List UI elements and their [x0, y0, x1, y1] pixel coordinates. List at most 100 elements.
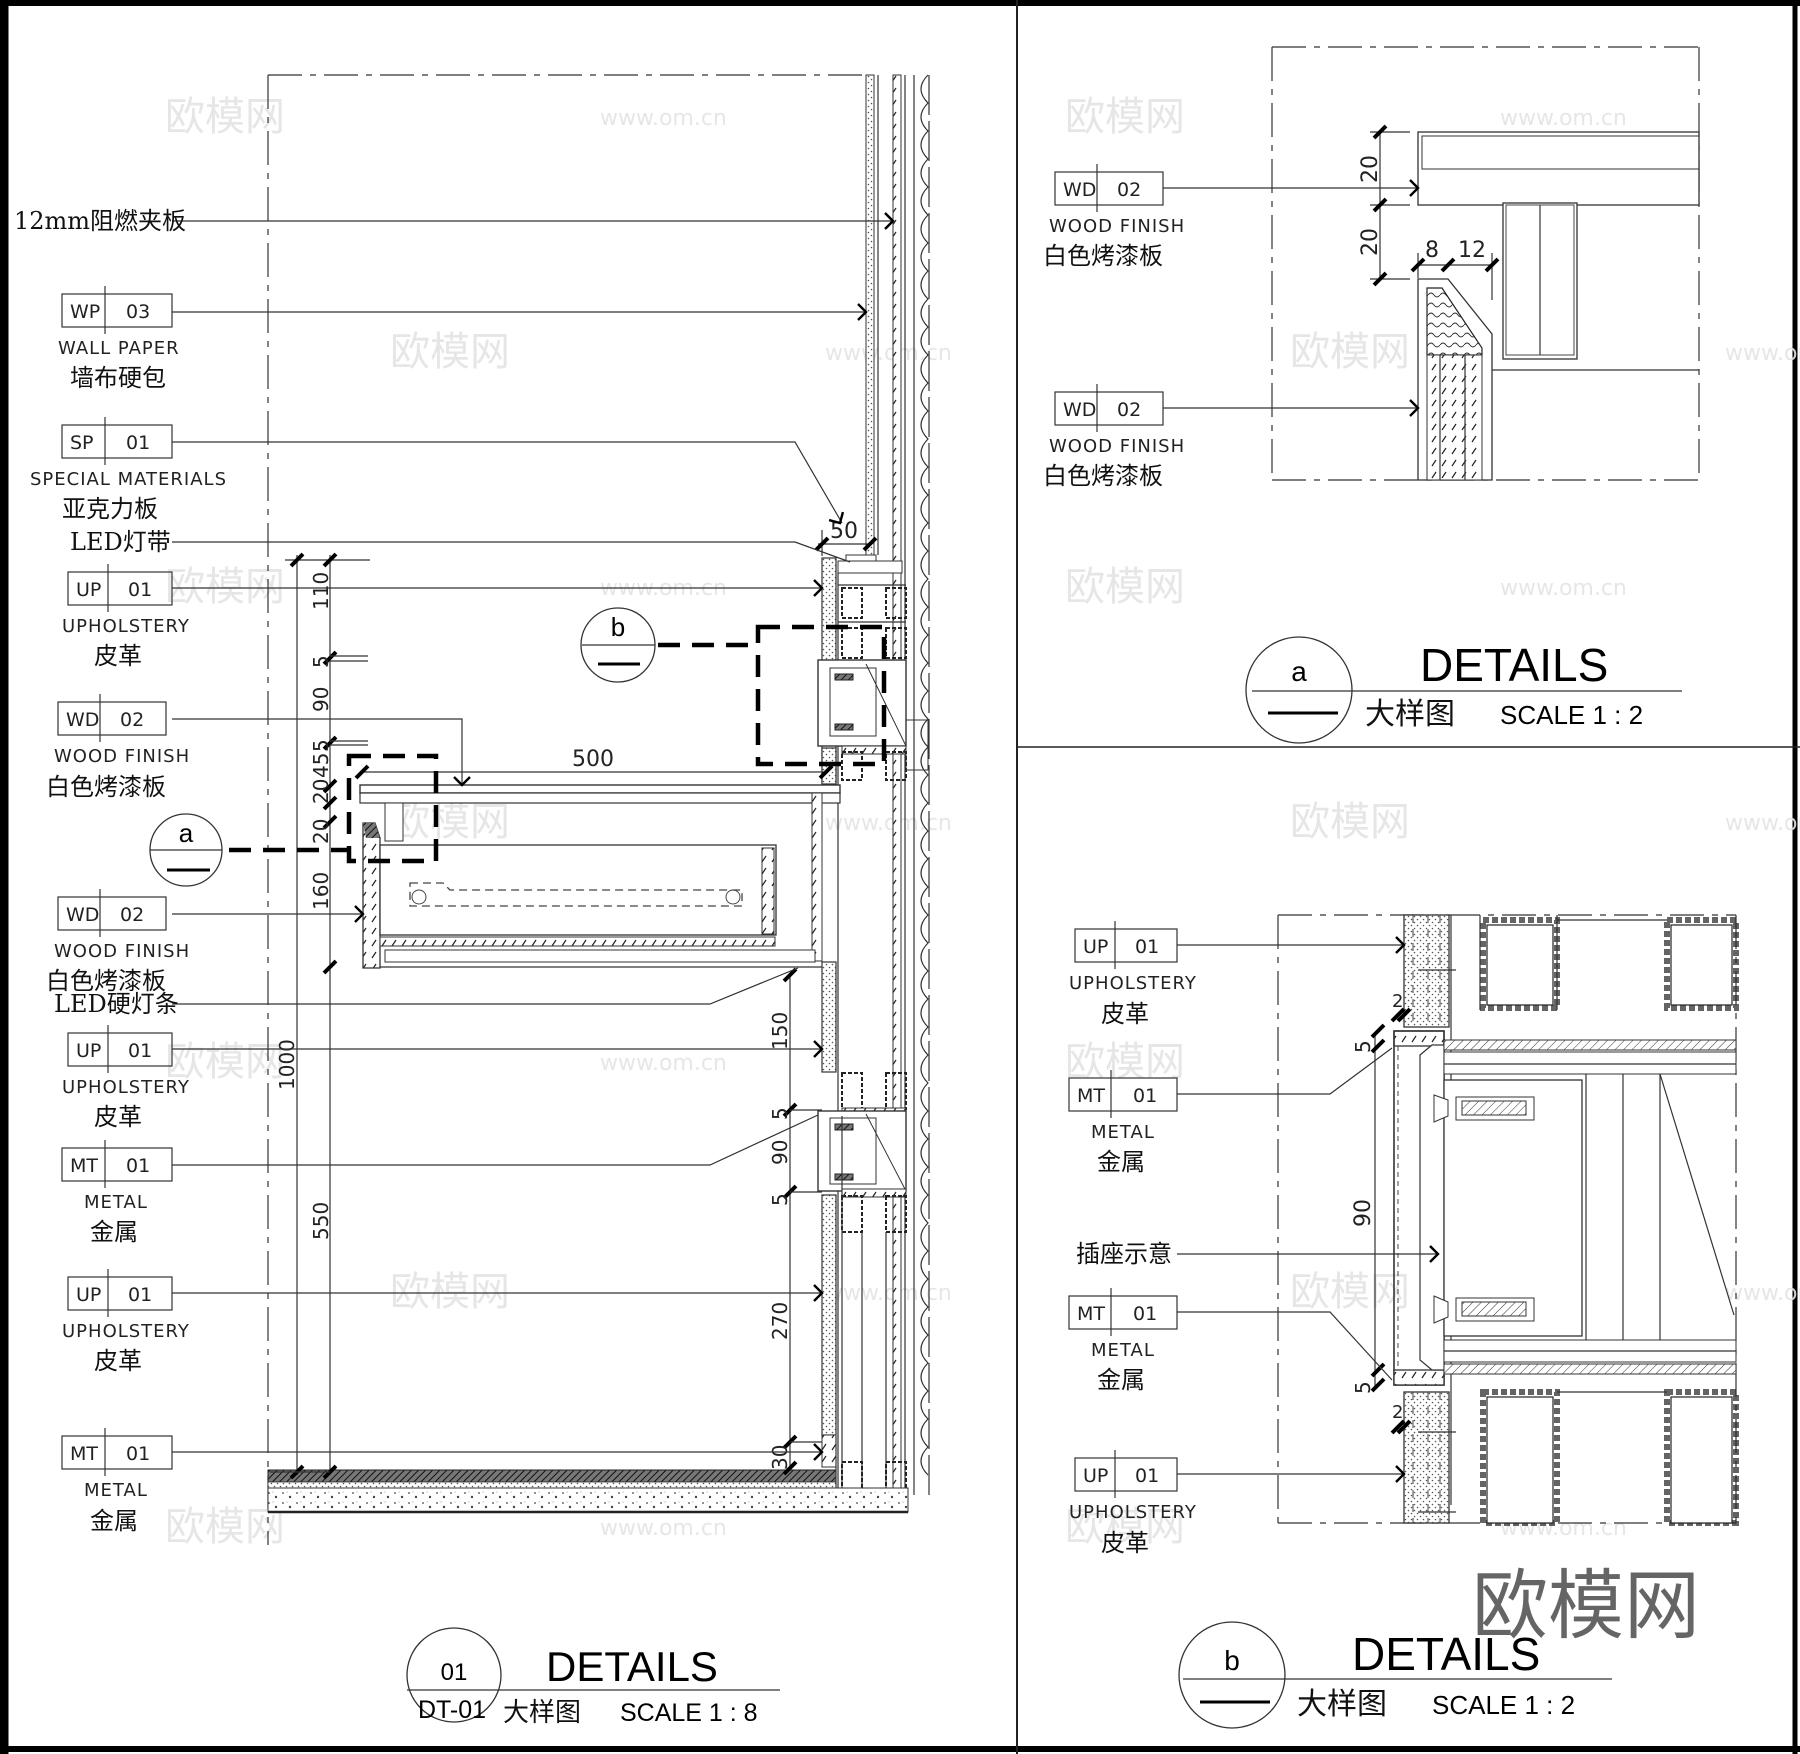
svg-text:5: 5 — [768, 1193, 792, 1206]
dimension-labels-b: 5 90 5 2 2 — [1351, 991, 1403, 1423]
svg-text:5: 5 — [768, 1107, 792, 1120]
svg-text:www.om.cn: www.om.cn — [1725, 341, 1800, 366]
note-led-strip: LED灯带 — [70, 528, 171, 556]
svg-text:160: 160 — [309, 872, 333, 910]
svg-text:WOOD FINISH: WOOD FINISH — [54, 746, 190, 767]
svg-text:20: 20 — [1358, 228, 1383, 256]
material-tag-b-mt01-top: MT 01 METAL 金属 — [1068, 1070, 1178, 1176]
svg-text:www.om.cn: www.om.cn — [825, 1281, 952, 1306]
svg-text:45: 45 — [309, 753, 333, 778]
material-tag-wd02-b: WD 02 WOOD FINISH 白色烤漆板 — [46, 889, 190, 995]
svg-text:8: 8 — [1425, 238, 1439, 263]
material-tag-a-wd02-bottom: WD 02 WOOD FINISH 白色烤漆板 — [1043, 384, 1184, 490]
svg-text:皮革: 皮革 — [94, 642, 142, 670]
material-tag-mt01-b: MT 01 METAL 金属 — [61, 1428, 173, 1535]
dimension-labels-a: 20 20 8 12 — [1358, 155, 1486, 263]
svg-text:欧模网: 欧模网 — [1290, 329, 1410, 375]
detail-b-subtitle: 大样图 — [1297, 1687, 1387, 1722]
title-block-main: 01 DT-01 DETAILS 大样图 SCALE 1 : 8 — [406, 1627, 780, 1728]
svg-text:12: 12 — [1458, 238, 1486, 263]
svg-text:欧模网: 欧模网 — [1065, 1504, 1185, 1550]
svg-text:01: 01 — [126, 432, 150, 454]
svg-text:欧模网: 欧模网 — [1065, 564, 1185, 610]
svg-text:01: 01 — [126, 1443, 150, 1465]
svg-text:UP: UP — [1083, 1465, 1108, 1487]
material-tag-wp03: WP 03 WALL PAPER 墙布硬包 — [58, 286, 180, 392]
svg-text:欧模网: 欧模网 — [165, 94, 285, 140]
svg-text:WD: WD — [66, 709, 99, 731]
svg-text:01: 01 — [1135, 936, 1159, 958]
svg-text:欧模网: 欧模网 — [390, 329, 510, 375]
svg-text:METAL: METAL — [84, 1192, 148, 1213]
callout-a-label: a — [179, 818, 194, 848]
detail-scale: SCALE 1 : 8 — [620, 1699, 758, 1727]
svg-text:白色烤漆板: 白色烤漆板 — [1043, 242, 1163, 270]
svg-text:欧模网: 欧模网 — [390, 1269, 510, 1315]
material-tag-up01-b: UP 01 UPHOLSTERY 皮革 — [62, 1025, 189, 1131]
svg-text:皮革: 皮革 — [94, 1347, 142, 1375]
svg-text:270: 270 — [768, 1302, 792, 1340]
detail-a-drawing — [1163, 46, 1700, 481]
material-tag-a-wd02-top: WD 02 WOOD FINISH 白色烤漆板 — [1043, 164, 1185, 270]
svg-text:5: 5 — [309, 739, 333, 752]
title-block-a: a DETAILS 大样图 SCALE 1 : 2 — [1245, 636, 1682, 744]
svg-text:皮革: 皮革 — [94, 1103, 142, 1131]
svg-text:550: 550 — [309, 1202, 333, 1240]
svg-text:www.om.cn: www.om.cn — [1500, 106, 1627, 131]
dimension-labels-main: 110 5 90 5 45 20 20 160 1000 550 150 5 9… — [275, 519, 858, 1470]
material-tag-b-up01-top: UP 01 UPHOLSTERY 皮革 — [1069, 921, 1197, 1028]
svg-text:MT: MT — [1077, 1085, 1105, 1107]
svg-text:SPECIAL MATERIALS: SPECIAL MATERIALS — [30, 469, 227, 490]
detail-b-drawing — [1177, 914, 1739, 1526]
svg-text:WOOD FINISH: WOOD FINISH — [1049, 216, 1185, 237]
svg-text:5: 5 — [1351, 1040, 1375, 1053]
svg-text:欧模网: 欧模网 — [165, 1039, 285, 1085]
svg-text:金属: 金属 — [1097, 1366, 1145, 1394]
material-tag-b-mt01-bottom: MT 01 METAL 金属 — [1068, 1288, 1178, 1394]
svg-text:白色烤漆板: 白色烤漆板 — [46, 773, 166, 801]
svg-text:皮革: 皮革 — [1101, 1529, 1149, 1557]
material-tag-up01-a: UP 01 UPHOLSTERY 皮革 — [62, 564, 189, 670]
svg-text:白色烤漆板: 白色烤漆板 — [1043, 462, 1163, 490]
svg-text:WALL PAPER: WALL PAPER — [58, 338, 180, 359]
material-tag-mt01-a: MT 01 METAL 金属 — [61, 1140, 173, 1246]
svg-text:UPHOLSTERY: UPHOLSTERY — [1069, 973, 1197, 994]
svg-text:金属: 金属 — [90, 1507, 138, 1535]
callout-a-marker[interactable]: a — [149, 753, 439, 887]
svg-text:UP: UP — [1083, 936, 1108, 958]
watermarks: 欧模网 www.om.cn 欧模网 www.om.cn 欧模网 www.om.c… — [165, 94, 1800, 1650]
svg-text:SP: SP — [70, 432, 94, 454]
svg-text:150: 150 — [768, 1012, 792, 1050]
svg-text:02: 02 — [120, 709, 144, 731]
detail-subtitle: 大样图 — [503, 1698, 581, 1728]
svg-text:www.om.cn: www.om.cn — [600, 1516, 727, 1541]
svg-text:03: 03 — [126, 301, 150, 323]
svg-text:20: 20 — [1358, 155, 1383, 183]
material-notes-main: 12mm阻燃夹板 WP 03 WALL PAPER 墙布硬包 SP 01 SPE… — [14, 207, 227, 1535]
svg-text:MT: MT — [70, 1155, 98, 1177]
detail-number: 01 — [441, 1659, 468, 1686]
callout-b-label: b — [611, 612, 625, 642]
detail-title: DETAILS — [546, 1643, 718, 1690]
watermark-logo: 欧模网 — [1472, 1561, 1700, 1650]
svg-text:白色烤漆板: 白色烤漆板 — [46, 967, 166, 995]
svg-text:01: 01 — [128, 1284, 152, 1306]
detail-a-subtitle: 大样图 — [1365, 697, 1455, 732]
svg-text:欧模网: 欧模网 — [1290, 799, 1410, 845]
detail-b-label: b — [1224, 1645, 1240, 1676]
note-led-bar: LED硬灯条 — [54, 990, 179, 1018]
svg-text:2: 2 — [1392, 991, 1403, 1012]
callout-b-marker[interactable]: b — [580, 607, 887, 767]
svg-text:欧模网: 欧模网 — [1065, 1039, 1185, 1085]
svg-text:www.om.cn: www.om.cn — [1725, 811, 1800, 836]
svg-text:30: 30 — [768, 1445, 792, 1470]
svg-text:WD: WD — [1063, 399, 1096, 421]
svg-text:01: 01 — [126, 1155, 150, 1177]
svg-text:欧模网: 欧模网 — [1290, 1269, 1410, 1315]
material-tag-b-up01-bottom: UP 01 UPHOLSTERY 皮革 — [1069, 1450, 1196, 1557]
svg-text:1000: 1000 — [275, 1039, 299, 1090]
svg-text:5: 5 — [309, 655, 333, 668]
svg-text:www.om.cn: www.om.cn — [1725, 1281, 1800, 1306]
svg-text:欧模网: 欧模网 — [165, 1504, 285, 1550]
svg-text:WOOD FINISH: WOOD FINISH — [54, 941, 190, 962]
